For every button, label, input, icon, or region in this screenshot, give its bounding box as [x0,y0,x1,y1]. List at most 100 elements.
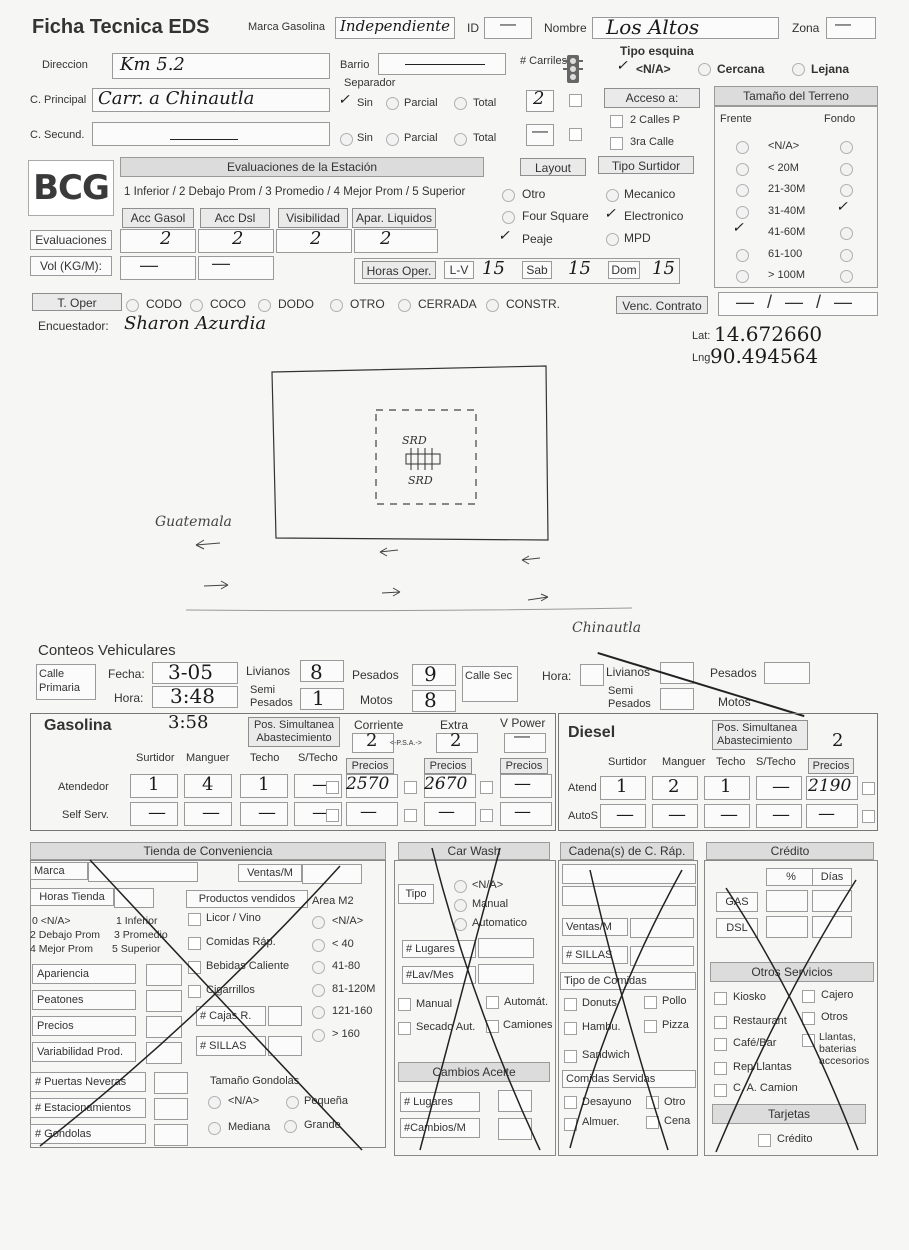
credito-dsl-dias[interactable] [812,916,852,938]
layout-button[interactable]: Layout [520,158,586,176]
gond-mediana-radio[interactable] [208,1122,221,1135]
sep2-sin-radio[interactable] [340,133,353,146]
srv-restaurant-check[interactable] [714,1016,727,1029]
gas-self-price-field-0[interactable] [346,802,398,826]
dsl-aten-price-field[interactable] [806,776,858,800]
cw-opt-manual-check[interactable] [398,998,411,1011]
acceso-3ra-check[interactable] [610,137,623,150]
tienda-horas-field[interactable] [114,888,154,908]
gas-aten-field-1[interactable] [184,774,232,798]
prod-check-0[interactable] [188,913,201,926]
toper-radio-2[interactable] [258,299,271,312]
frente-radio-2[interactable] [736,184,749,197]
dsl-autos-field-2[interactable] [704,804,750,828]
eval-field-4[interactable] [354,229,438,253]
prod-check-2[interactable] [188,961,201,974]
visibilidad-button[interactable]: Visibilidad [278,208,348,228]
layout-otro-radio[interactable] [502,189,515,202]
cw-opt-secado-check[interactable] [398,1022,411,1035]
sep2-total-radio[interactable] [454,133,467,146]
carriles-principal-field[interactable] [526,90,554,112]
gas-self-price-field-2[interactable] [500,802,552,826]
fondo-radio-5[interactable] [840,248,853,262]
zona-field[interactable] [826,17,876,39]
tienda-sillas-field[interactable] [268,1036,302,1056]
venc-field[interactable] [718,292,878,316]
nombre-field[interactable] [592,17,779,39]
cad-pollo-check[interactable] [644,996,657,1009]
toper-button[interactable]: T. Oper [32,293,122,311]
area-radio-3[interactable] [312,983,325,997]
sep1-parcial-radio[interactable] [386,97,399,110]
srv-cajero-check[interactable] [802,990,815,1003]
acc-gasol-button[interactable]: Acc Gasol [122,208,194,228]
gas-aten-price-check-0[interactable] [326,781,339,794]
cad-hambu-check[interactable] [564,1022,577,1035]
gas-self-field-0[interactable] [130,802,178,826]
secund-field[interactable] [92,122,330,146]
frente-radio-3[interactable] [736,205,749,219]
carwash-lav-field[interactable] [478,964,534,984]
pesados2-field[interactable] [764,662,810,684]
prod-check-3[interactable] [188,985,201,998]
marca-field[interactable] [335,17,455,39]
acceso-button[interactable]: Acceso a: [604,88,700,108]
area-radio-1[interactable] [312,938,325,952]
cad-almuer-check[interactable] [564,1118,577,1131]
gas-self-price-check-1[interactable] [404,809,417,822]
principal-field[interactable] [92,88,330,112]
cad-cena-check[interactable] [646,1116,659,1129]
toper-radio-3[interactable] [330,299,343,312]
sep1-total-radio[interactable] [454,97,467,110]
direccion-field[interactable] [112,53,330,79]
srv-cafe-check[interactable] [714,1038,727,1051]
eval-item-field-3[interactable] [146,1042,182,1064]
srv-otros-check[interactable] [802,1012,815,1025]
area-radio-2[interactable] [312,961,325,974]
layout-four-radio[interactable] [502,211,515,224]
gas-precios-3[interactable]: Precios [500,758,548,774]
gas-aten-price-field-2[interactable] [500,774,552,798]
motos-field[interactable] [412,690,456,712]
toper-radio-1[interactable] [190,299,203,312]
gas-self-price-check-2[interactable] [480,809,493,822]
gas-aten-field-2[interactable] [240,774,288,798]
carriles-principal-check[interactable] [569,94,582,107]
count-item-field-0[interactable] [154,1072,188,1094]
fondo-radio-6[interactable] [840,270,853,283]
cad-desayuno-check[interactable] [564,1096,577,1109]
id-field[interactable] [484,17,532,39]
toper-radio-0[interactable] [126,299,139,312]
dsl-aten-price-check[interactable] [862,782,875,795]
corner-lejana-radio[interactable] [792,63,805,76]
fondo-radio-1[interactable] [840,162,853,176]
acc-dsl-button[interactable]: Acc Dsl [200,208,270,228]
livianos-field[interactable] [300,660,344,682]
cw-manual-radio[interactable] [454,899,467,912]
dsl-aten-field-2[interactable] [704,776,750,800]
eval-item-field-2[interactable] [146,1016,182,1038]
eval-field-2[interactable] [198,229,274,253]
extra-field[interactable] [436,733,478,753]
cad-otro-check[interactable] [646,1096,659,1109]
carriles-secund-field[interactable] [526,124,554,146]
acceso-2calles-check[interactable] [610,115,623,128]
fecha-field[interactable] [152,662,238,684]
venc-contrato-button[interactable]: Venc. Contrato [616,296,708,314]
cw-na-radio[interactable] [454,880,467,893]
tienda-marca-field[interactable] [88,862,198,882]
gas-precios-2[interactable]: Precios [424,758,472,774]
vpower-field[interactable] [504,733,546,753]
horas-button[interactable]: Horas Oper. [362,261,436,279]
area-radio-5[interactable] [312,1028,325,1042]
toper-radio-4[interactable] [398,299,411,312]
surtidor-button[interactable]: Tipo Surtidor [598,156,694,174]
apar-liquidos-button[interactable]: Apar. Liquidos [352,208,436,228]
cad-pizza-check[interactable] [644,1020,657,1033]
surtidor-mpd-radio[interactable] [606,233,619,246]
cad-donuts-check[interactable] [564,998,577,1011]
cadena-ventas-field[interactable] [630,918,694,938]
dsl-precios[interactable]: Precios [808,758,854,774]
gas-self-field-2[interactable] [240,802,288,826]
dsl-aten-field-0[interactable] [600,776,646,800]
